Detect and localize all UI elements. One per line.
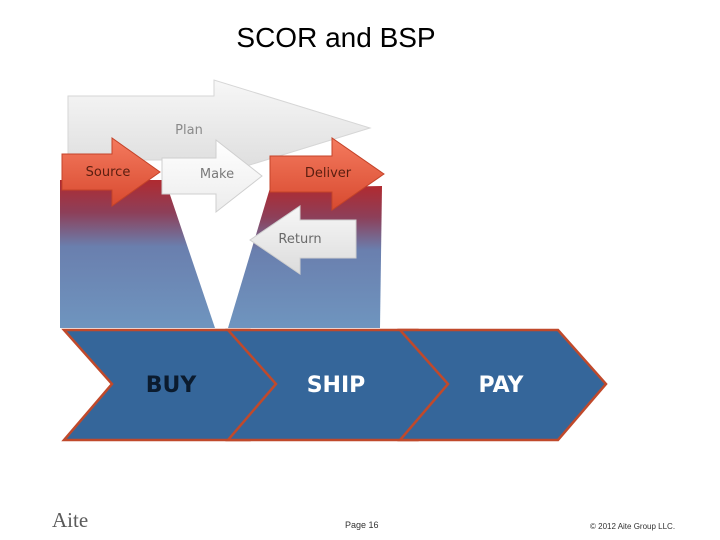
deliver-arrow — [269, 137, 385, 211]
page-number: Page 16 — [345, 520, 379, 530]
return-label: Return — [278, 232, 321, 247]
process-funnel-left — [60, 180, 215, 328]
source-label: Source — [86, 165, 131, 180]
deliver-label: Deliver — [305, 166, 352, 181]
plan-label: Plan — [175, 123, 203, 138]
phase-buy-label: BUY — [146, 373, 198, 398]
copyright-notice: © 2012 Aite Group LLC. — [590, 522, 676, 531]
phase-ship-label: SHIP — [307, 373, 366, 398]
make-label: Make — [200, 167, 234, 182]
phase-pay-label: PAY — [479, 373, 525, 398]
slide-title: SCOR and BSP — [236, 22, 436, 53]
make-arrow — [161, 138, 263, 214]
aite-logo: Aite — [52, 508, 89, 532]
source-arrow — [61, 137, 161, 207]
return-arrow — [249, 205, 357, 275]
phase-pay-chevron — [397, 328, 608, 442]
